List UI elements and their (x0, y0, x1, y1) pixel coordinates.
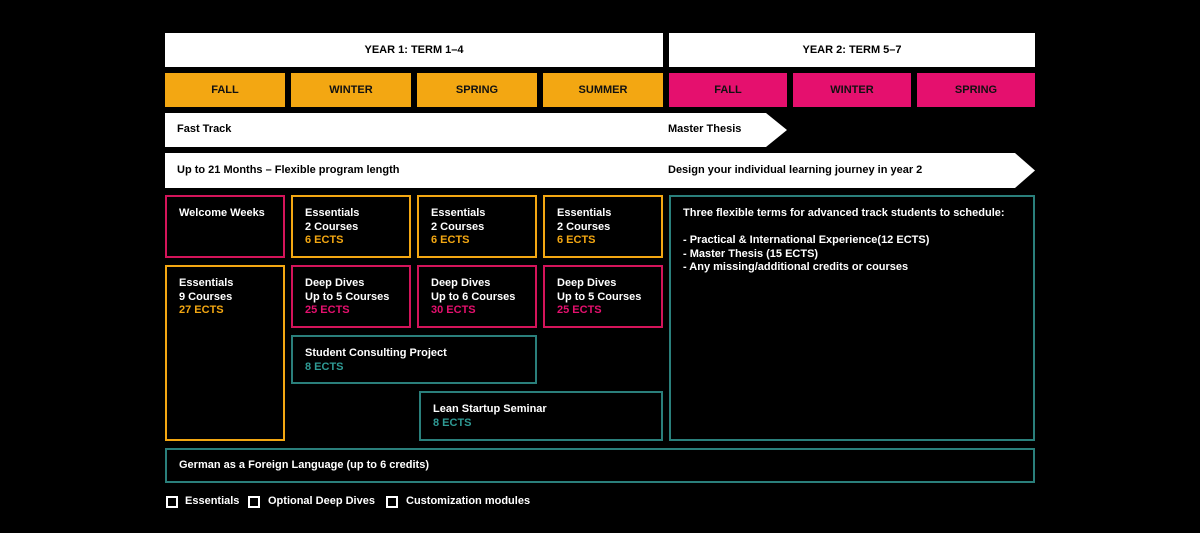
year2-header: YEAR 2: TERM 5–7 (669, 33, 1035, 67)
year2-item: - Practical & International Experience(1… (683, 234, 930, 246)
consulting-project-ects: 8 ECTS (305, 360, 344, 373)
deep-dives-term3-box: Deep Dives Up to 6 Courses 30 ECTS (417, 265, 537, 328)
essentials-term2-title: Essentials (305, 207, 360, 219)
year2-flexible-box: Three flexible terms for advanced track … (669, 195, 1035, 441)
master-thesis-label: Master Thesis (668, 123, 742, 135)
legend-deep-dives-label: Optional Deep Dives (268, 495, 375, 507)
essentials-term4-title: Essentials (557, 207, 612, 219)
year2-item: - Any missing/additional credits or cour… (683, 261, 909, 273)
essentials-main-sub: 9 Courses (179, 290, 233, 303)
season-winter-y2: WINTER (793, 73, 911, 107)
legend-deep-dives-swatch (248, 496, 260, 508)
deep-dives-term4-box: Deep Dives Up to 5 Courses 25 ECTS (543, 265, 663, 328)
essentials-term3-box: Essentials 2 Courses 6 ECTS (417, 195, 537, 258)
season-spring-y2: SPRING (917, 73, 1035, 107)
program-length-label: Up to 21 Months – Flexible program lengt… (177, 164, 400, 176)
essentials-term2-ects: 6 ECTS (305, 234, 344, 246)
essentials-term4-sub: 2 Courses (557, 220, 611, 233)
fast-track-arrow (165, 113, 787, 147)
deep-dives-term4-ects: 25 ECTS (557, 304, 602, 316)
welcome-weeks-box: Welcome Weeks (165, 195, 285, 258)
deep-dives-term2-title: Deep Dives (305, 277, 365, 289)
essentials-term4-box: Essentials 2 Courses 6 ECTS (543, 195, 663, 258)
deep-dives-term4-sub: Up to 5 Courses (557, 290, 642, 303)
year1-header: YEAR 1: TERM 1–4 (165, 33, 663, 67)
season-summer-y1: SUMMER (543, 73, 663, 107)
season-winter-y1: WINTER (291, 73, 411, 107)
welcome-weeks-title: Welcome Weeks (179, 207, 265, 219)
legend-customization-swatch (386, 496, 398, 508)
season-fall-y2: FALL (669, 73, 787, 107)
season-fall-y1: FALL (165, 73, 285, 107)
lean-startup-title: Lean Startup Seminar (433, 403, 547, 415)
year2-intro: Three flexible terms for advanced track … (683, 207, 1005, 219)
deep-dives-term3-ects: 30 ECTS (431, 304, 476, 316)
fast-track-label: Fast Track (177, 123, 232, 135)
essentials-term4-ects: 6 ECTS (557, 234, 596, 246)
german-language-title: German as a Foreign Language (up to 6 cr… (179, 459, 429, 471)
deep-dives-term3-title: Deep Dives (431, 277, 491, 289)
consulting-project-title: Student Consulting Project (305, 347, 447, 359)
essentials-main-box: Essentials 9 Courses 27 ECTS (165, 265, 285, 441)
essentials-term2-box: Essentials 2 Courses 6 ECTS (291, 195, 411, 258)
legend-essentials-swatch (166, 496, 178, 508)
deep-dives-term2-box: Deep Dives Up to 5 Courses 25 ECTS (291, 265, 411, 328)
deep-dives-term3-sub: Up to 6 Courses (431, 290, 516, 303)
season-spring-y1: SPRING (417, 73, 537, 107)
essentials-main-ects: 27 ECTS (179, 304, 224, 316)
legend-essentials-label: Essentials (185, 495, 240, 507)
lean-startup-box: Lean Startup Seminar 8 ECTS (419, 391, 663, 441)
essentials-main-title: Essentials (179, 277, 234, 289)
year2-item: - Master Thesis (15 ECTS) (683, 247, 819, 260)
deep-dives-term2-sub: Up to 5 Courses (305, 290, 390, 303)
german-language-box: German as a Foreign Language (up to 6 cr… (165, 448, 1035, 483)
essentials-term3-ects: 6 ECTS (431, 234, 470, 246)
essentials-term3-sub: 2 Courses (431, 220, 485, 233)
essentials-term2-sub: 2 Courses (305, 220, 359, 233)
deep-dives-term2-ects: 25 ECTS (305, 304, 350, 316)
essentials-term3-title: Essentials (431, 207, 486, 219)
design-journey-label: Design your individual learning journey … (668, 164, 923, 176)
program-length-arrow (165, 153, 1035, 188)
consulting-project-box: Student Consulting Project 8 ECTS (291, 335, 537, 384)
legend-customization-label: Customization modules (406, 495, 531, 507)
lean-startup-ects: 8 ECTS (433, 416, 472, 429)
deep-dives-term4-title: Deep Dives (557, 277, 617, 289)
